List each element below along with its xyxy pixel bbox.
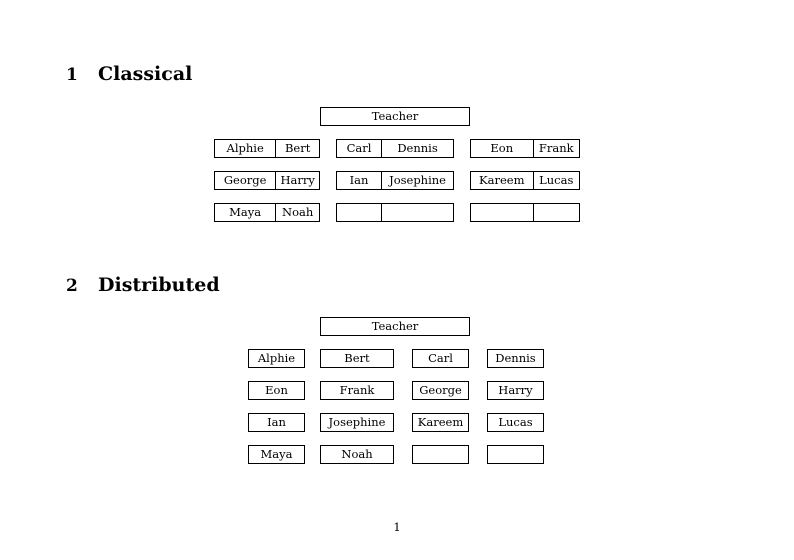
student-cell: Lucas <box>498 414 533 429</box>
teacher-label: Teacher <box>371 318 419 333</box>
student-group-box: Kareem Lucas <box>470 171 580 190</box>
student-cell: Maya <box>260 446 293 461</box>
student-group-box: Ian Josephine <box>336 171 454 190</box>
student-cell: Frank <box>339 382 375 397</box>
student-cell: Carl <box>428 350 453 365</box>
section-title: Classical <box>98 63 193 85</box>
student-cell-empty <box>471 204 533 221</box>
student-cell: Frank <box>532 140 579 157</box>
student-cell: Alphie <box>257 350 296 365</box>
student-cell: George <box>419 382 462 397</box>
student-box: Dennis <box>487 349 544 368</box>
student-cell: Lucas <box>532 172 579 189</box>
student-box: Noah <box>320 445 394 464</box>
student-box: Ian <box>248 413 305 432</box>
student-cell-empty <box>381 204 453 221</box>
student-cell: Eon <box>265 382 288 397</box>
student-box-empty <box>412 445 469 464</box>
student-group-box-empty <box>470 203 580 222</box>
page-number: 1 <box>393 520 401 534</box>
student-cell: Harry <box>498 382 533 397</box>
student-box: Harry <box>487 381 544 400</box>
teacher-box-distributed: Teacher <box>320 317 470 336</box>
section-number: 1 <box>66 65 78 85</box>
student-cell: Harry <box>275 172 319 189</box>
teacher-box-classical: Teacher <box>320 107 470 126</box>
student-group-box-empty <box>336 203 454 222</box>
student-cell-empty <box>532 204 579 221</box>
student-cell: Carl <box>346 140 372 155</box>
student-box: Carl <box>412 349 469 368</box>
student-cell: Bert <box>275 140 319 157</box>
student-box: Lucas <box>487 413 544 432</box>
student-cell: Kareem <box>417 414 464 429</box>
student-box: Maya <box>248 445 305 464</box>
student-cell: Ian <box>267 414 286 429</box>
student-group-box: George Harry <box>214 171 320 190</box>
teacher-label: Teacher <box>371 108 419 123</box>
student-box: Frank <box>320 381 394 400</box>
student-group-box: Eon Frank <box>470 139 580 158</box>
student-cell: Alphie <box>226 140 264 155</box>
student-box: Alphie <box>248 349 305 368</box>
student-cell-empty <box>488 446 543 463</box>
student-box: Bert <box>320 349 394 368</box>
student-cell: Josephine <box>381 172 453 189</box>
student-cell: Noah <box>275 204 319 221</box>
section-heading-distributed: 2 Distributed <box>66 274 220 296</box>
student-cell-empty <box>413 446 468 463</box>
student-cell: George <box>223 172 267 187</box>
student-cell: Dennis <box>495 350 536 365</box>
student-box: Kareem <box>412 413 469 432</box>
student-cell: Eon <box>490 140 514 155</box>
student-box: Eon <box>248 381 305 400</box>
student-cell: Bert <box>344 350 370 365</box>
student-cell: Kareem <box>479 172 525 187</box>
student-group-box: Maya Noah <box>214 203 320 222</box>
student-box-empty <box>487 445 544 464</box>
student-cell: Dennis <box>381 140 453 157</box>
student-group-box: Alphie Bert <box>214 139 320 158</box>
student-cell: Maya <box>229 204 262 219</box>
student-cell: Noah <box>341 446 373 461</box>
student-cell: Ian <box>349 172 369 187</box>
student-cell-empty <box>337 204 381 221</box>
student-box: Josephine <box>320 413 394 432</box>
student-group-box: Carl Dennis <box>336 139 454 158</box>
section-number: 2 <box>66 276 78 296</box>
student-box: George <box>412 381 469 400</box>
student-cell: Josephine <box>328 414 386 429</box>
section-title: Distributed <box>98 274 220 296</box>
section-heading-classical: 1 Classical <box>66 63 192 85</box>
